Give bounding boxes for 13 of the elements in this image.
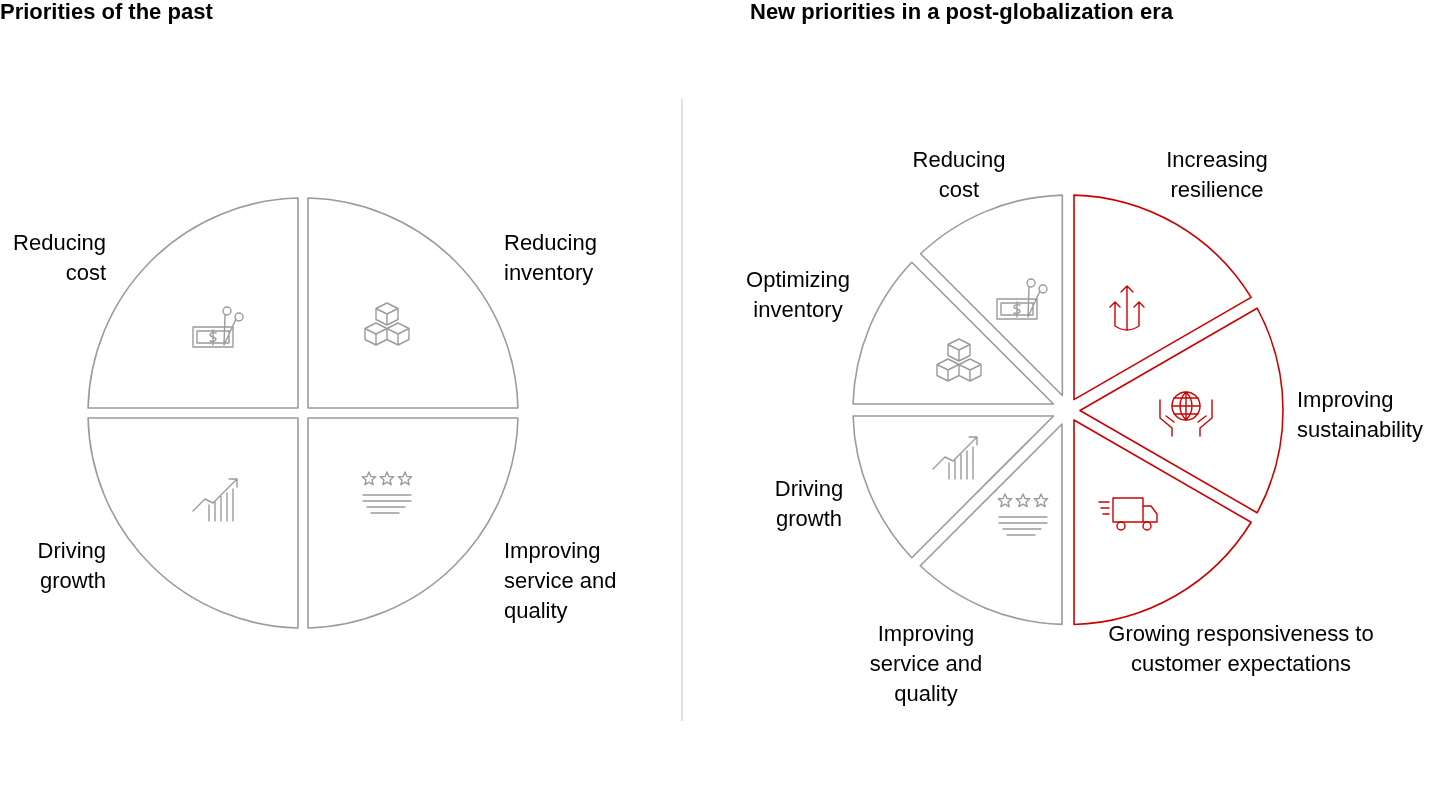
segment-label: Driving growth (36, 537, 106, 595)
panel-heading: New priorities in a post-globalization era (750, 0, 1173, 26)
segment-label: Increasing resilience (1165, 146, 1269, 204)
segment-label: Improving sustainability (1297, 386, 1424, 444)
segment-label: Reducing cost (911, 146, 1007, 204)
segment-label: Improving service and quality (504, 537, 618, 625)
panel-heading: Priorities of the past (0, 0, 213, 26)
segment-label: Reducing inventory (504, 229, 598, 287)
segment-label: Improving service and quality (868, 620, 984, 708)
segment-label: Reducing cost (12, 229, 106, 287)
segment-label: Optimizing inventory (745, 266, 851, 324)
segment-label: Growing responsiveness to customer expectations (1107, 620, 1375, 678)
segment-label: Driving growth (773, 475, 845, 533)
